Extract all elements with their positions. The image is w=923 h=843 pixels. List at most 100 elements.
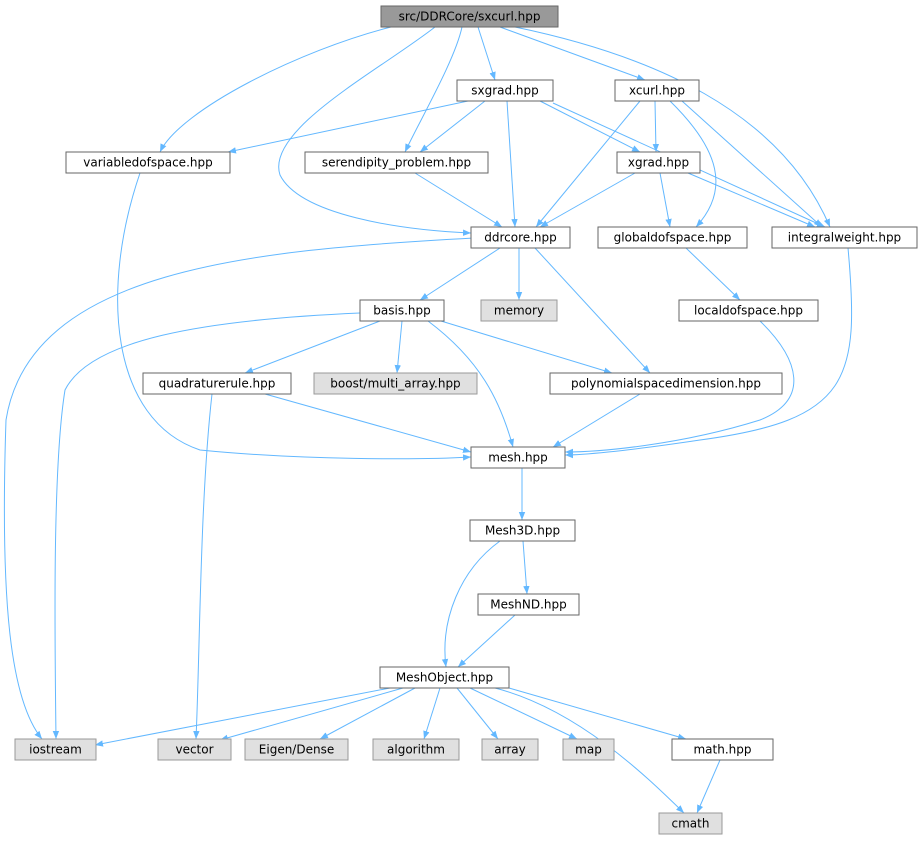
node-box-quadraturerule: [142, 372, 292, 395]
node-label-mathhpp: math.hpp: [693, 743, 751, 757]
edge-meshobject-to-mathhpp: [508, 687, 687, 740]
node-box-meshobject: [379, 666, 510, 689]
node-mesh[interactable]: mesh.hpp: [470, 446, 566, 469]
node-meshobject[interactable]: MeshObject.hpp: [379, 666, 510, 689]
node-eigendense: Eigen/Dense: [244, 738, 349, 761]
node-label-algorithm: algorithm: [387, 743, 445, 757]
node-box-vector: [157, 738, 232, 761]
node-box-mathhpp: [671, 738, 774, 761]
node-label-xcurl: xcurl.hpp: [629, 84, 685, 98]
node-box-ddrcore: [470, 226, 571, 249]
edge-xgrad-to-ddrcore: [539, 172, 636, 228]
node-label-meshnd: MeshND.hpp: [490, 598, 566, 612]
node-label-variabledofspace: variabledofspace.hpp: [83, 156, 212, 170]
node-memory: memory: [480, 299, 558, 322]
edge-polyspacedim-to-mesh: [552, 393, 641, 448]
edge-xgrad-to-integralweight: [687, 172, 816, 228]
node-label-quadraturerule: quadraturerule.hpp: [159, 377, 276, 391]
node-basis[interactable]: basis.hpp: [359, 299, 445, 322]
edge-meshnd-to-meshobject: [457, 614, 516, 668]
node-box-localdofspace: [678, 299, 819, 322]
node-label-multiarray: boost/multi_array.hpp: [330, 377, 460, 391]
edge-sxgrad-to-ddrcore: [506, 100, 518, 228]
node-box-cmath: [658, 812, 723, 835]
edge-meshobject-to-vector: [219, 687, 404, 741]
node-box-variabledofspace: [65, 151, 231, 174]
node-box-root: [380, 5, 559, 28]
edge-meshobject-to-map: [469, 687, 578, 740]
node-globaldofspace[interactable]: globaldofspace.hpp: [597, 226, 748, 249]
node-ddrcore[interactable]: ddrcore.hpp: [470, 226, 571, 249]
node-label-iostream: iostream: [29, 743, 82, 757]
edge-xcurl-to-ddrcore: [535, 100, 641, 228]
node-xgrad[interactable]: xgrad.hpp: [616, 151, 701, 174]
node-box-polyspacedim: [549, 372, 783, 395]
edge-sxgrad-to-serendipity: [419, 100, 486, 153]
edge-basis-to-iostream: [52, 312, 361, 740]
node-label-integralweight: integralweight.hpp: [788, 231, 901, 245]
node-array: array: [481, 738, 539, 761]
node-box-multiarray: [313, 372, 478, 395]
edge-ddrcore-to-basis: [419, 247, 501, 301]
node-box-xcurl: [614, 79, 700, 102]
edge-ddrcore-to-polyspacedim: [534, 247, 651, 374]
node-quadraturerule[interactable]: quadraturerule.hpp: [142, 372, 292, 395]
node-box-xgrad: [616, 151, 701, 174]
node-integralweight[interactable]: integralweight.hpp: [771, 226, 918, 249]
node-label-eigendense: Eigen/Dense: [259, 743, 334, 757]
node-label-memory: memory: [494, 304, 544, 318]
edge-serendipity-to-ddrcore: [414, 172, 503, 228]
node-label-sxgrad: sxgrad.hpp: [471, 84, 539, 98]
node-sxgrad[interactable]: sxgrad.hpp: [456, 79, 554, 102]
edge-xcurl-to-xgrad: [652, 100, 660, 153]
node-label-serendipity: serendipity_problem.hpp: [322, 156, 471, 170]
edge-xcurl-to-globaldofspace: [669, 100, 717, 228]
node-mathhpp[interactable]: math.hpp: [671, 738, 774, 761]
edge-meshobject-to-iostream: [94, 687, 391, 747]
node-mesh3d[interactable]: Mesh3D.hpp: [469, 519, 576, 542]
node-label-meshobject: MeshObject.hpp: [396, 671, 493, 685]
edge-mathhpp-to-cmath: [696, 759, 721, 814]
node-vector: vector: [157, 738, 232, 761]
node-xcurl[interactable]: xcurl.hpp: [614, 79, 700, 102]
node-map: map: [562, 738, 615, 761]
node-localdofspace[interactable]: localdofspace.hpp: [678, 299, 819, 322]
edge-integralweight-to-mesh: [564, 247, 853, 459]
node-meshnd[interactable]: MeshND.hpp: [477, 593, 580, 616]
edge-ddrcore-to-iostream: [3, 237, 475, 740]
node-label-polyspacedim: polynomialspacedimension.hpp: [571, 377, 761, 391]
node-box-mesh3d: [469, 519, 576, 542]
node-label-cmath: cmath: [672, 817, 710, 831]
node-box-serendipity: [304, 151, 489, 174]
node-variabledofspace[interactable]: variabledofspace.hpp: [65, 151, 231, 174]
edge-root-to-serendipity: [404, 26, 463, 153]
edge-sxgrad-to-variabledofspace: [227, 100, 469, 154]
edge-basis-to-multiarray: [394, 320, 403, 374]
node-box-mesh: [470, 446, 566, 469]
node-label-localdofspace: localdofspace.hpp: [694, 304, 803, 318]
edge-quadraturerule-to-vector: [193, 393, 213, 740]
node-root[interactable]: src/DDRCore/sxcurl.hpp: [380, 5, 559, 28]
node-serendipity[interactable]: serendipity_problem.hpp: [304, 151, 489, 174]
node-iostream: iostream: [14, 738, 97, 761]
node-label-vector: vector: [175, 743, 213, 757]
edge-xgrad-to-globaldofspace: [659, 172, 672, 228]
node-box-iostream: [14, 738, 97, 761]
node-label-mesh3d: Mesh3D.hpp: [485, 524, 560, 538]
edge-root-to-xcurl: [499, 26, 646, 81]
node-label-map: map: [575, 743, 602, 757]
node-label-globaldofspace: globaldofspace.hpp: [614, 231, 732, 245]
edge-basis-to-polyspacedim: [440, 320, 613, 374]
edge-basis-to-quadraturerule: [244, 320, 381, 374]
node-label-xgrad: xgrad.hpp: [628, 156, 689, 170]
node-box-sxgrad: [456, 79, 554, 102]
edge-root-to-variabledofspace: [159, 26, 392, 153]
edge-basis-to-mesh: [427, 320, 514, 448]
edge-quadraturerule-to-mesh: [264, 393, 472, 453]
edge-sxgrad-to-xgrad: [539, 100, 641, 153]
node-polyspacedim[interactable]: polynomialspacedimension.hpp: [549, 372, 783, 395]
node-box-array: [481, 738, 539, 761]
edge-meshobject-to-eigendense: [319, 687, 416, 740]
